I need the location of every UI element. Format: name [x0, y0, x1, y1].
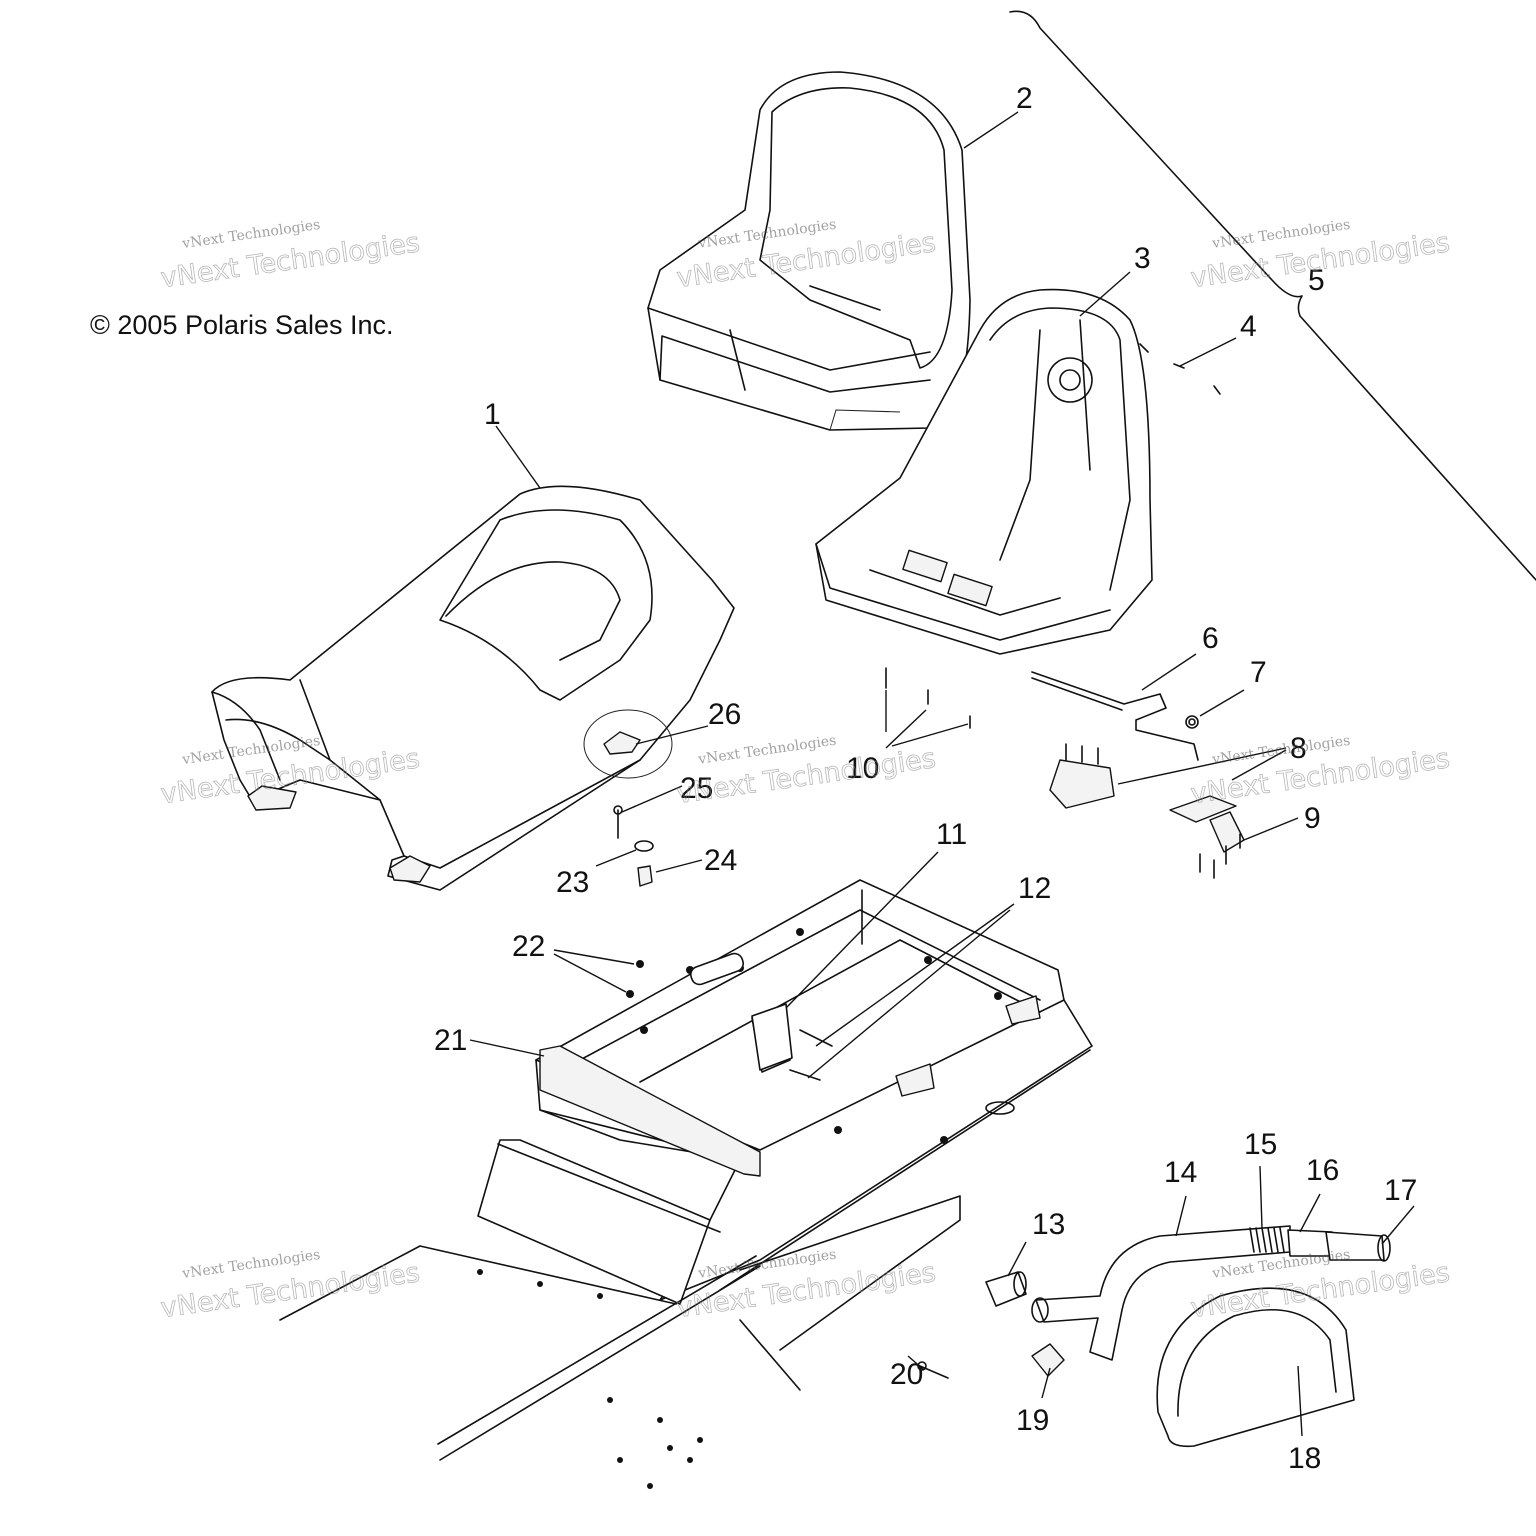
part-22-nuts: [626, 960, 644, 998]
callout-22: 22: [512, 930, 545, 963]
callout-9: 9: [1304, 802, 1321, 835]
callout-23: 23: [556, 866, 589, 899]
callout-5: 5: [1308, 264, 1325, 297]
callout-18: 18: [1288, 1442, 1321, 1475]
watermark-1: vNext Technologies vNext Technologies: [159, 217, 422, 295]
part-10-screws: [885, 667, 971, 729]
callout-19: 19: [1016, 1404, 1049, 1437]
part-14-grab-bar: [1031, 1225, 1291, 1361]
part-24-bolt: [637, 865, 653, 887]
part-23-washer: [634, 840, 654, 852]
part-15-spring-coil: [1249, 1227, 1285, 1253]
callout-12: 12: [1018, 872, 1051, 905]
part-7-spring: [1185, 715, 1199, 729]
part-17-end-cap: [1325, 1231, 1391, 1262]
callout-13: 13: [1032, 1208, 1065, 1241]
part-11-bracket: [751, 1003, 793, 1071]
watermark-5: vNext Technologies vNext Technologies: [675, 733, 938, 811]
watermark-6: vNext Technologies vNext Technologies: [1189, 733, 1452, 811]
callout-6: 6: [1202, 622, 1219, 655]
callout-21: 21: [434, 1024, 467, 1057]
callout-4: 4: [1240, 310, 1257, 343]
callout-20: 20: [890, 1358, 923, 1391]
part-12-bolts: [789, 1029, 833, 1081]
part-18-cover: [1156, 1287, 1355, 1448]
part-19-clamp: [1031, 1343, 1065, 1377]
copyright-notice: © 2005 Polaris Sales Inc.: [90, 310, 394, 340]
callout-10: 10: [846, 752, 879, 785]
watermark-7: vNext Technologies vNext Technologies: [159, 1247, 422, 1325]
part-6-latch-rod: [1031, 671, 1199, 761]
part-25-pin: [613, 805, 623, 839]
callout-16: 16: [1306, 1154, 1339, 1187]
part-4-screws: [1139, 343, 1221, 395]
part-3-seat-base: [815, 288, 1153, 655]
callout-2: 2: [1016, 82, 1033, 115]
callout-11: 11: [936, 818, 967, 851]
assembly-boundary-curve: [1009, 10, 1536, 581]
callout-1: 1: [484, 398, 501, 431]
part-8-latch-assembly: [1049, 743, 1245, 853]
callout-25: 25: [680, 772, 713, 805]
callout-3: 3: [1134, 242, 1151, 275]
part-1-main-seat: [211, 485, 735, 891]
callout-26: 26: [708, 698, 741, 731]
lower-frame-floor: [279, 1049, 1091, 1489]
callout-8: 8: [1290, 732, 1307, 765]
callout-15: 15: [1244, 1128, 1277, 1161]
callout-24: 24: [704, 844, 737, 877]
callout-7: 7: [1250, 656, 1267, 689]
leader-lines: [469, 111, 1415, 1437]
part-9-bolts: [1199, 833, 1241, 879]
callout-labels: 2 3 4 5 1 6 7 8 9 10 26 25 23 24 11 12 2…: [434, 82, 1417, 1475]
part-13-bushing: [985, 1271, 1027, 1307]
part-20-pin: [917, 1361, 949, 1379]
callout-17: 17: [1384, 1174, 1417, 1207]
callout-14: 14: [1164, 1156, 1197, 1189]
